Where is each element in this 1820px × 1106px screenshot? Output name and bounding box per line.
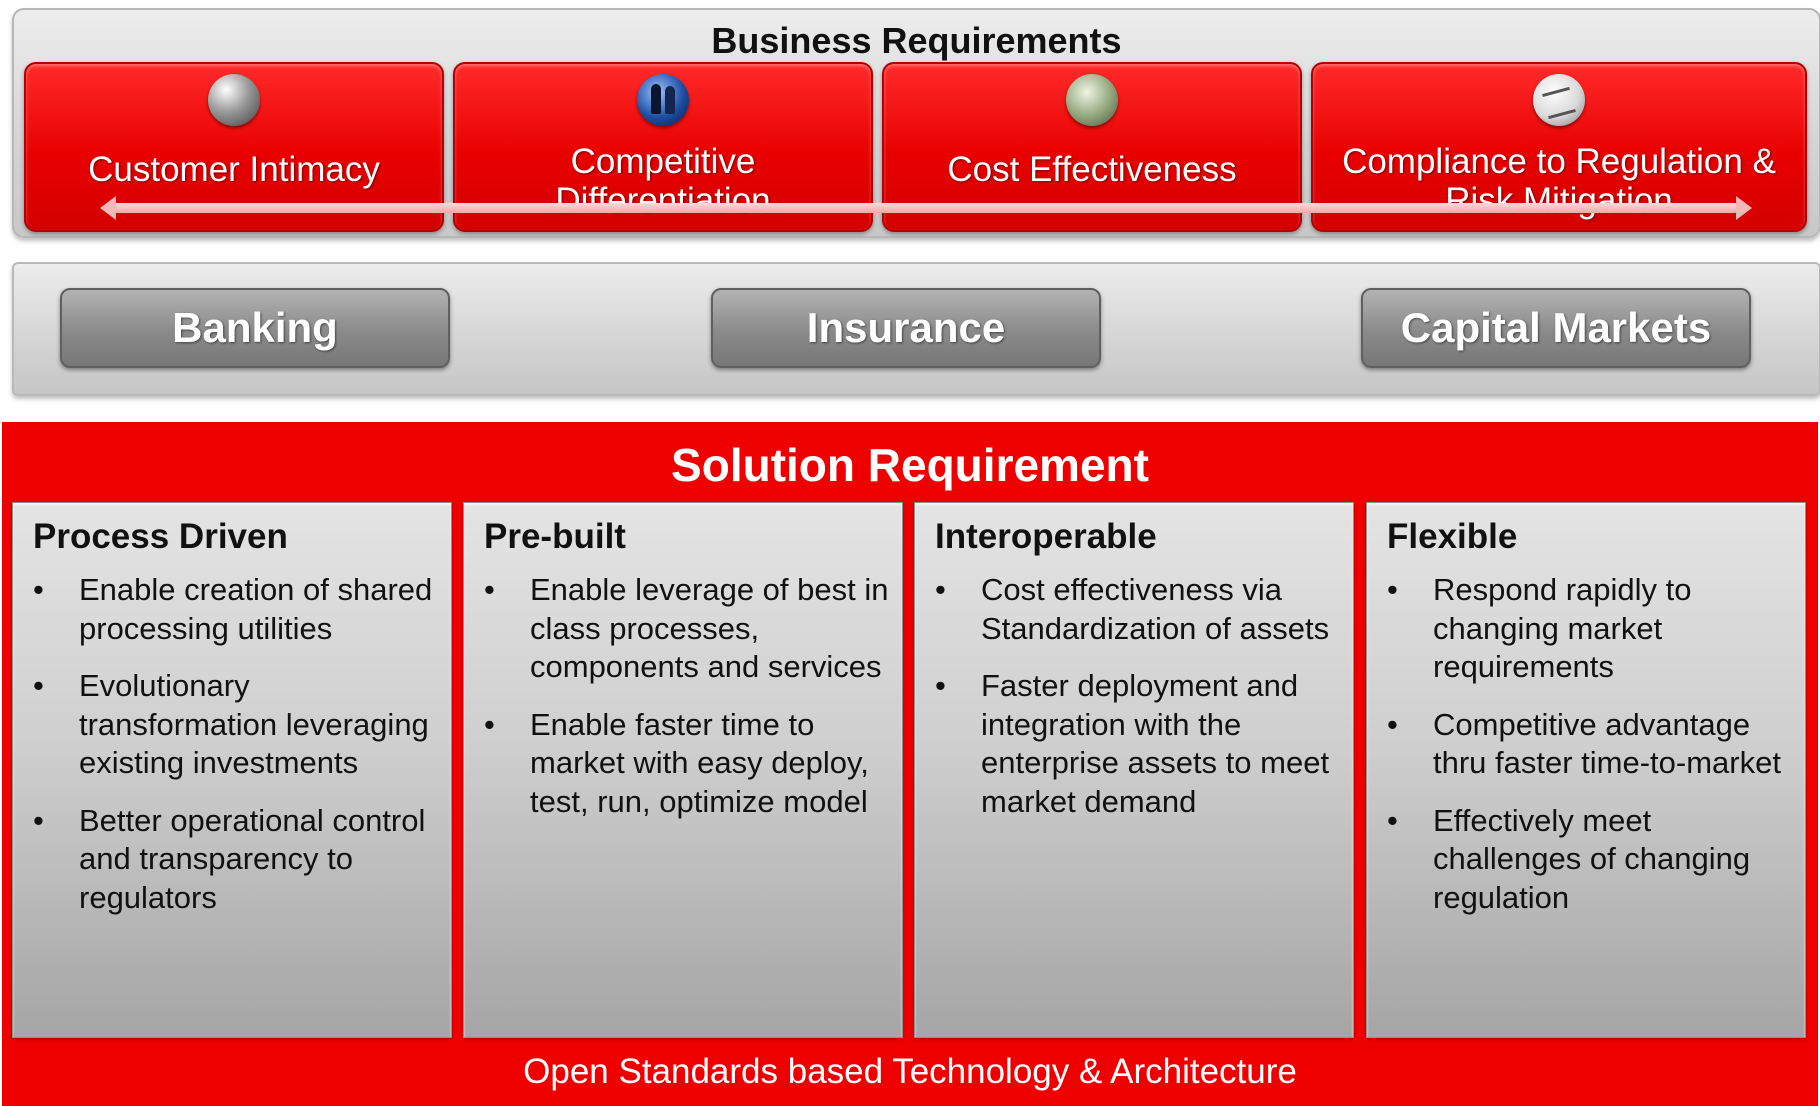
- business-requirements-title: Business Requirements: [711, 20, 1122, 61]
- coins-icon: [1066, 74, 1118, 126]
- list-item: Cost effectiveness via Standardization o…: [915, 571, 1353, 648]
- list-item: Respond rapidly to changing market requi…: [1367, 571, 1805, 687]
- document-icon: [1533, 74, 1585, 126]
- list-item: Better operational control and transpare…: [13, 802, 451, 918]
- list-item: Enable leverage of best in class process…: [464, 571, 902, 687]
- bullet-list: Enable leverage of best in class process…: [464, 571, 902, 840]
- bullet-list: Respond rapidly to changing market requi…: [1367, 571, 1805, 936]
- column-heading: Process Driven: [33, 517, 288, 556]
- list-item: Enable faster time to market with easy d…: [464, 706, 902, 822]
- list-item: Faster deployment and integration with t…: [915, 667, 1353, 821]
- banking-button[interactable]: Banking: [60, 288, 450, 368]
- column-heading: Flexible: [1387, 517, 1518, 556]
- people-icon: [637, 74, 689, 126]
- business-requirements-panel: Business Requirements Customer Intimacy …: [12, 8, 1820, 238]
- bullet-list: Cost effectiveness via Standardization o…: [915, 571, 1353, 840]
- compliance-label: Compliance to Regulation & Risk Mitigati…: [1342, 142, 1776, 220]
- column-heading: Pre-built: [484, 517, 626, 556]
- arrow-right-icon: [1736, 196, 1752, 220]
- customer-intimacy-label: Customer Intimacy: [88, 150, 380, 189]
- list-item: Competitive advantage thru faster time-t…: [1367, 706, 1805, 783]
- list-item: Effectively meet challenges of changing …: [1367, 802, 1805, 918]
- interoperable-column: Interoperable Cost effectiveness via Sta…: [914, 502, 1354, 1038]
- bullet-list: Enable creation of shared processing uti…: [13, 571, 451, 936]
- column-heading: Interoperable: [935, 517, 1157, 556]
- list-item: Evolutionary transformation leveraging e…: [13, 667, 451, 783]
- capital-markets-button[interactable]: Capital Markets: [1361, 288, 1751, 368]
- solution-requirement-panel: Solution Requirement Process Driven Enab…: [2, 422, 1818, 1106]
- list-item: Enable creation of shared processing uti…: [13, 571, 451, 648]
- arrow-left-icon: [100, 196, 116, 220]
- flexible-column: Flexible Respond rapidly to changing mar…: [1366, 502, 1806, 1038]
- pre-built-column: Pre-built Enable leverage of best in cla…: [463, 502, 903, 1038]
- process-driven-column: Process Driven Enable creation of shared…: [12, 502, 452, 1038]
- globe-icon: [208, 74, 260, 126]
- double-arrow-line: [110, 203, 1740, 213]
- industries-panel: Banking Insurance Capital Markets: [12, 262, 1820, 396]
- open-standards-footer: Open Standards based Technology & Archit…: [523, 1052, 1297, 1091]
- insurance-button[interactable]: Insurance: [711, 288, 1101, 368]
- cost-effectiveness-label: Cost Effectiveness: [947, 150, 1237, 189]
- solution-requirement-title: Solution Requirement: [671, 439, 1149, 491]
- competitive-differentiation-label: Competitive Differentiation: [555, 142, 771, 220]
